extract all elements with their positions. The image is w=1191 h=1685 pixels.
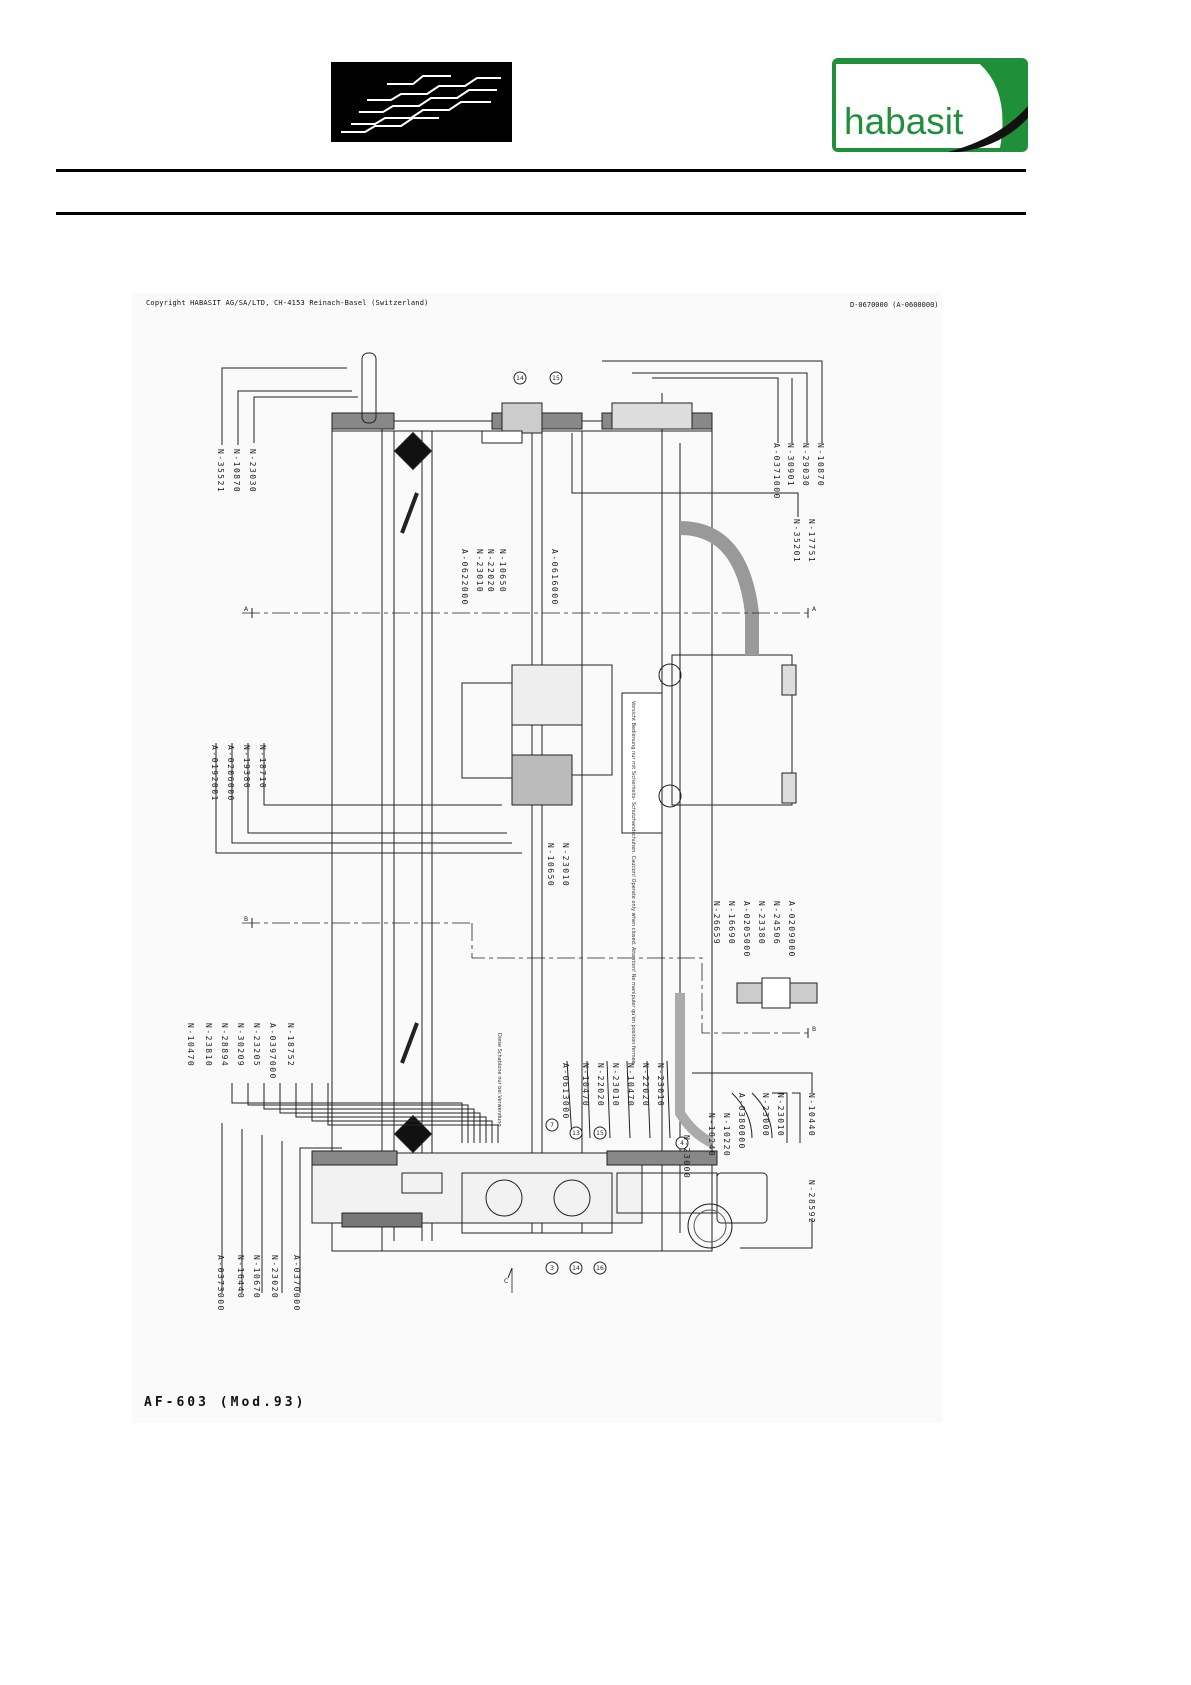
- part-label: N-23010: [611, 1063, 620, 1107]
- part-label: A-0192001: [210, 745, 219, 802]
- part-label: A-0397000: [268, 1023, 277, 1080]
- drawing-number: D-0670000 (A-0600000): [850, 301, 939, 309]
- part-label: N-29030: [801, 443, 810, 487]
- part-label: N-35521: [216, 449, 225, 493]
- section-marker: A: [244, 606, 249, 613]
- section-marker: A: [812, 606, 817, 613]
- part-label: N-23380: [757, 901, 766, 945]
- part-label: N-30209: [236, 1023, 245, 1067]
- header-rule-bottom: [56, 212, 1026, 215]
- part-label: N-22020: [486, 549, 495, 593]
- circle-ref: 14: [572, 1265, 580, 1272]
- part-label: N-23010: [776, 1093, 785, 1137]
- part-label: N-23010: [475, 549, 484, 593]
- part-label: N-16690: [727, 901, 736, 945]
- part-label: N-23810: [204, 1023, 213, 1067]
- circle-ref: 15: [596, 1130, 604, 1137]
- part-label: N-23010: [561, 843, 570, 887]
- part-label: N-16440: [236, 1255, 245, 1299]
- part-label: N-18710: [258, 745, 267, 789]
- part-label: N-24506: [772, 901, 781, 945]
- part-label: N-10470: [626, 1063, 635, 1107]
- part-label: A-0370000: [292, 1255, 301, 1312]
- copyright-line: Copyright HABASIT AG/SA/LTD, CH-4153 Rei…: [146, 299, 429, 307]
- part-label: A-0206000: [226, 745, 235, 802]
- part-label: N-23030: [248, 449, 257, 493]
- part-label: N-19380: [242, 745, 251, 789]
- part-label: N-28592: [807, 1180, 816, 1224]
- header-rule-top: [56, 169, 1026, 172]
- part-label: N-10650: [546, 843, 555, 887]
- circle-ref: 13: [572, 1130, 580, 1137]
- section-marker: C: [504, 1278, 508, 1285]
- part-label: N-10650: [498, 549, 507, 593]
- part-label: N-22020: [641, 1063, 650, 1107]
- part-label: N-23010: [656, 1063, 665, 1107]
- circle-ref: 7: [550, 1122, 554, 1129]
- part-label: N-10440: [807, 1093, 816, 1137]
- part-label: N-23000: [761, 1093, 770, 1137]
- habasit-logo: habasit: [830, 56, 1030, 154]
- part-label: N-10240: [707, 1113, 716, 1157]
- part-label: N-17751: [807, 519, 816, 563]
- part-label: N-10870: [816, 443, 825, 487]
- part-label: N-26659: [712, 901, 721, 945]
- model-caption: AF-603 (Mod.93): [144, 1395, 307, 1410]
- part-label: N-28894: [220, 1023, 229, 1067]
- part-label: A-0205000: [742, 901, 751, 958]
- part-label: N-30901: [786, 443, 795, 487]
- part-label: N-22020: [596, 1063, 605, 1107]
- part-label: N-10870: [232, 449, 241, 493]
- part-label: N-10670: [252, 1255, 261, 1299]
- section-marker: B: [812, 1026, 816, 1033]
- circle-ref: 3: [550, 1265, 554, 1272]
- part-label: N-23020: [270, 1255, 279, 1299]
- part-label: A-0209000: [787, 901, 796, 958]
- circle-ref: 15: [552, 375, 560, 382]
- technical-drawing: 14 15 7 13 15 3 14 16 4 A A B B C Vorsic…: [186, 352, 825, 1312]
- part-label: A-0380000: [737, 1093, 746, 1150]
- company-emblem-logo: [331, 62, 512, 142]
- circle-ref: 16: [596, 1265, 604, 1272]
- part-label: N-10470: [581, 1063, 590, 1107]
- part-label: A-0373000: [216, 1255, 225, 1312]
- caution-note: Vorsicht Bedienung nur mit Sicherheits- …: [630, 701, 636, 1064]
- part-label: A-0622000: [460, 549, 469, 606]
- circle-ref: 14: [516, 375, 524, 382]
- part-label: N-23000: [682, 1135, 691, 1179]
- part-label: N-23205: [252, 1023, 261, 1067]
- part-label: N-10220: [722, 1113, 731, 1157]
- part-label: A-0613000: [561, 1063, 570, 1120]
- circle-ref: 4: [680, 1140, 684, 1147]
- part-label: N-35201: [792, 519, 801, 563]
- frame-outline: [331, 420, 713, 1252]
- part-label: N-18752: [286, 1023, 295, 1067]
- rail-note: Diese Schablone nur bei Verwendung: [496, 1033, 502, 1127]
- caution-panel: [621, 692, 663, 834]
- habasit-logo-text: habasit: [844, 101, 964, 142]
- drawing-sheet: [132, 293, 942, 1423]
- section-marker: B: [244, 916, 248, 923]
- part-label: A-0616000: [550, 549, 559, 606]
- lightning-emblem-icon: [341, 75, 501, 133]
- part-label: A-0371000: [772, 443, 781, 500]
- habasit-logo-mark: habasit: [832, 58, 1028, 152]
- part-label: N-10470: [186, 1023, 195, 1067]
